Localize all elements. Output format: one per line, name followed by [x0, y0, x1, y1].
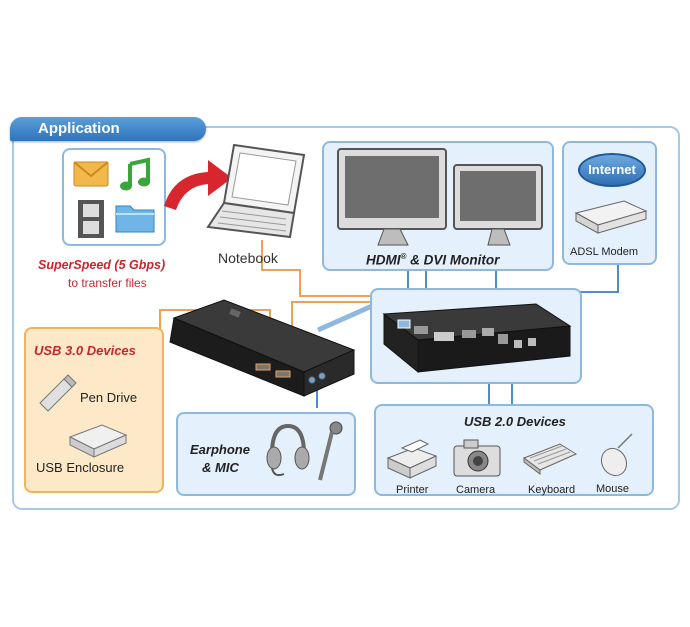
- files-panel: [62, 148, 166, 246]
- mic-label: & MIC: [202, 460, 239, 475]
- microphone-icon: [318, 421, 343, 481]
- usb3-devices-panel: USB 3.0 Devices Pen Drive USB Enclosure: [24, 327, 164, 493]
- usb2-title: USB 2.0 Devices: [464, 414, 566, 429]
- usb2-devices-panel: USB 2.0 Devices Printer Camera Keyboard …: [374, 404, 654, 496]
- monitor-panel: HDMI® & DVI Monitor: [322, 141, 554, 271]
- camera-label: Camera: [456, 484, 496, 496]
- mouse-label: Mouse: [596, 483, 630, 495]
- zoom-connector: [316, 303, 374, 333]
- monitor-panel-label: HDMI® & DVI Monitor: [366, 252, 499, 268]
- modem-label: ADSL Modem: [570, 246, 639, 258]
- notebook-label: Notebook: [218, 250, 278, 266]
- docking-rear-view-icon: [382, 303, 572, 374]
- lcd-monitor-large-icon: [337, 148, 447, 246]
- dvi-monitor-text: & DVI Monitor: [406, 252, 500, 268]
- headset-icon: [266, 423, 310, 477]
- keyboard-icon: [522, 443, 578, 475]
- mail-icon: [73, 161, 109, 187]
- mouse-icon: [600, 433, 633, 477]
- usb3-title: USB 3.0 Devices: [34, 343, 136, 358]
- docking-station-icon: [169, 299, 356, 397]
- film-icon: [78, 200, 104, 238]
- registered-mark: ®: [400, 252, 407, 261]
- folder-icon: [115, 205, 155, 233]
- music-note-icon: [120, 157, 150, 191]
- camera-icon: [453, 439, 501, 477]
- pen-drive-icon: [39, 374, 77, 412]
- superspeed-sublabel: to transfer files: [68, 276, 147, 290]
- internet-cloud-icon: Internet: [578, 153, 646, 187]
- usb-enclosure-label: USB Enclosure: [36, 460, 125, 475]
- printer-icon: [386, 439, 438, 479]
- transfer-arrow-icon: [164, 160, 232, 210]
- hdmi-text: HDMI: [366, 252, 401, 268]
- keyboard-label: Keyboard: [528, 484, 576, 496]
- lcd-monitor-small-icon: [453, 164, 543, 246]
- page-title: Application: [10, 117, 206, 141]
- internet-panel: Internet ADSL Modem: [562, 141, 657, 265]
- pen-drive-label: Pen Drive: [80, 390, 138, 405]
- superspeed-label: SuperSpeed (5 Gbps): [38, 258, 166, 272]
- notebook-icon: [206, 143, 306, 239]
- audio-panel: Earphone & MIC: [176, 412, 356, 496]
- printer-label: Printer: [396, 484, 429, 496]
- usb-enclosure-icon: [68, 424, 128, 458]
- adsl-modem-icon: [574, 200, 648, 234]
- earphone-label: Earphone: [190, 442, 250, 457]
- rear-ports-panel: [370, 288, 582, 384]
